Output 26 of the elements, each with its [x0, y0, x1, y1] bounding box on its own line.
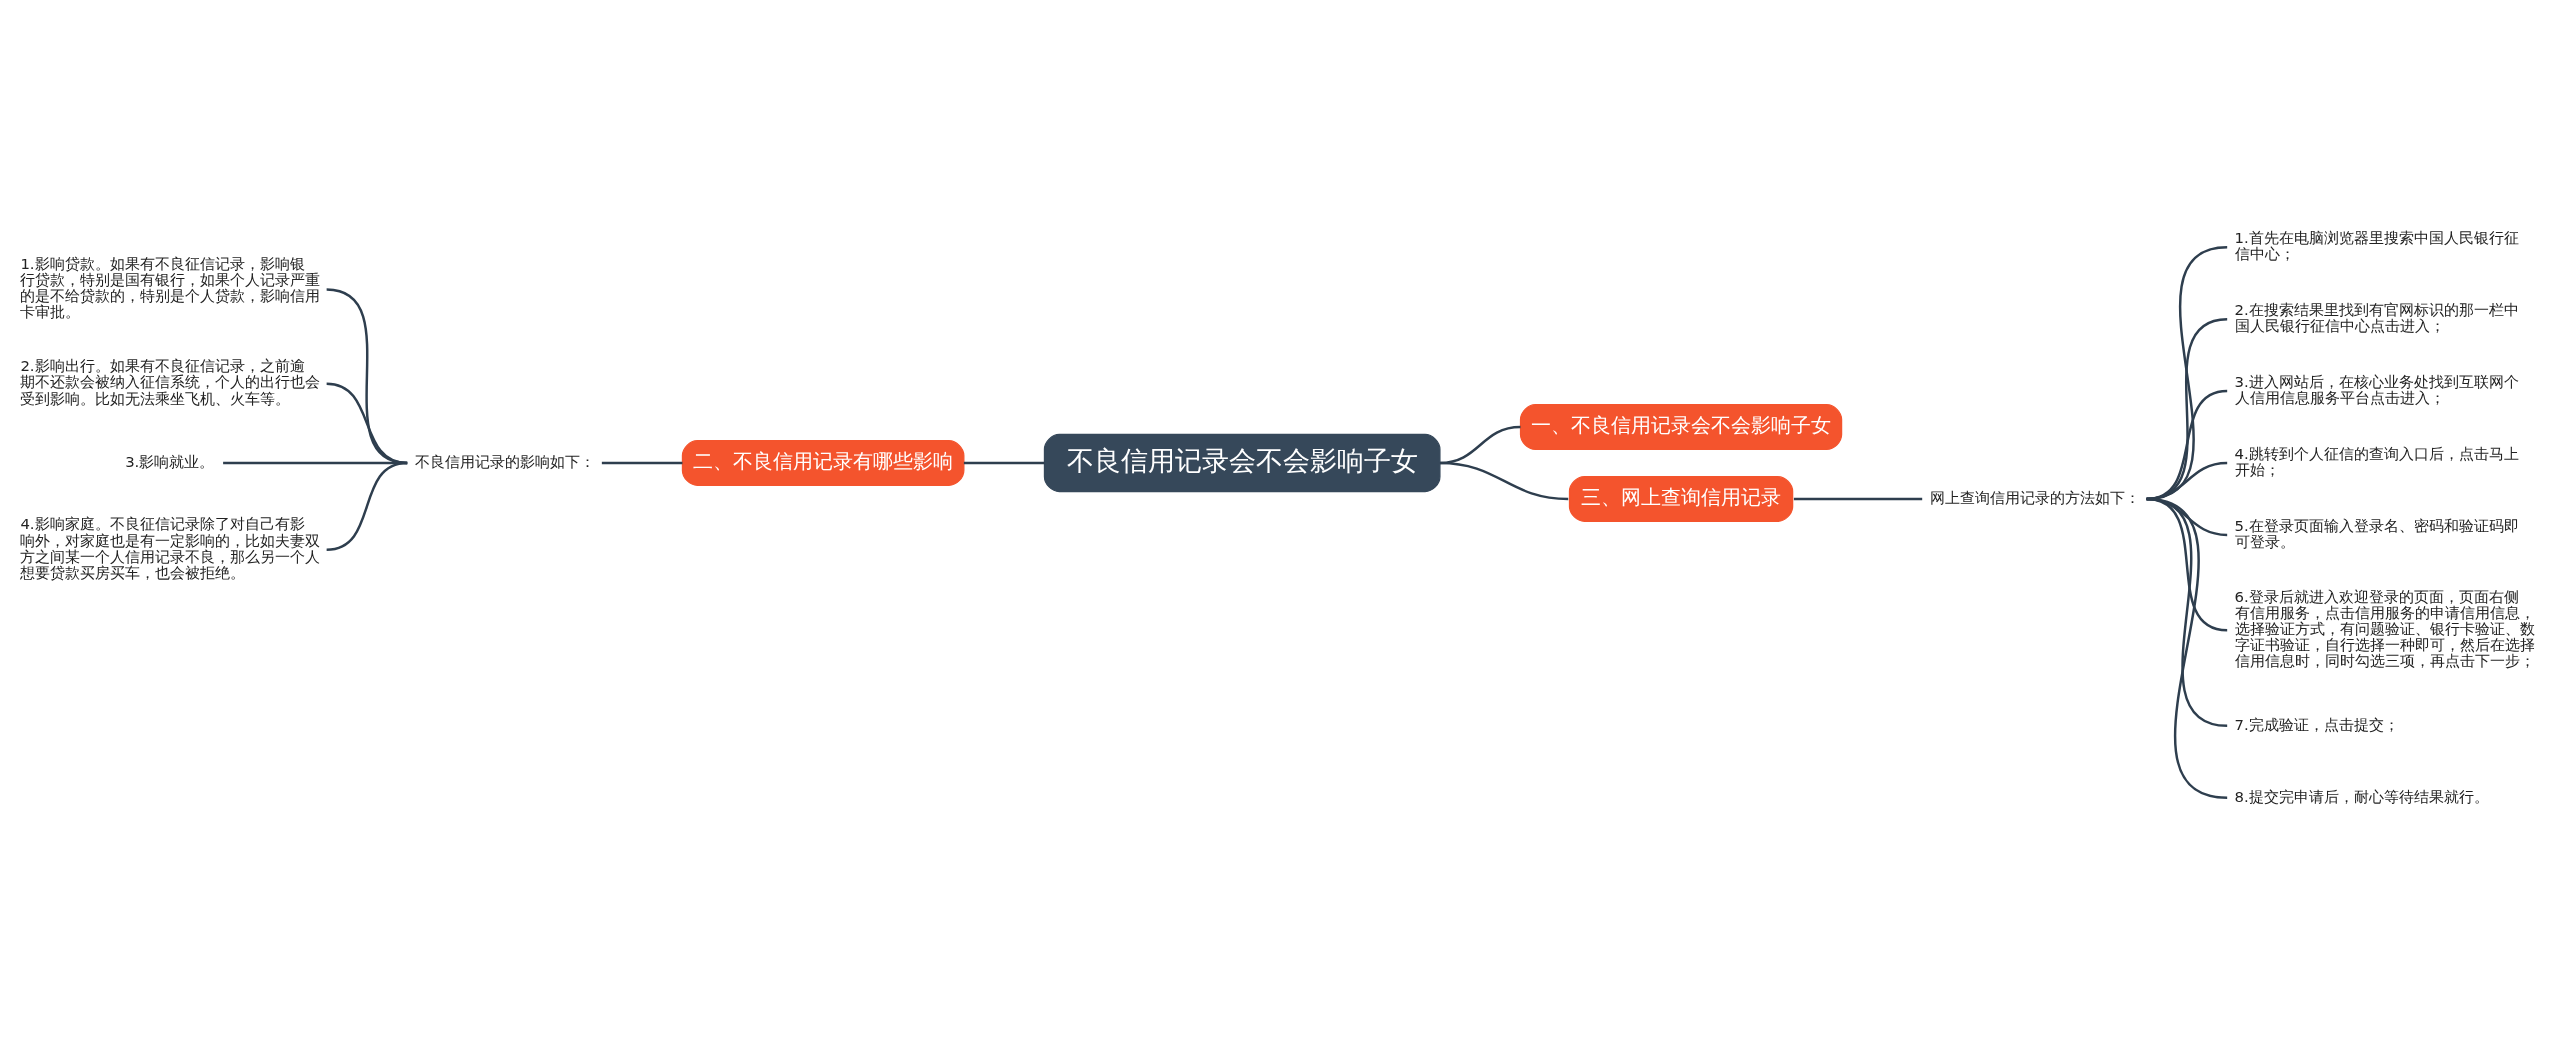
connector	[963, 461, 1045, 465]
node-box: 不良信用记录会不会影响子女	[1043, 433, 1441, 493]
connector	[2146, 497, 2228, 799]
connector	[1439, 461, 1569, 501]
node-text: 4.影响家庭。不良征信记录除了对自己有影响外，对家庭也是有一定影响的，比如夫妻双方之间某一个人信用记录不良，那么另一个人想要贷款买房买车，也会被拒绝。	[20, 515, 321, 582]
node-text: 网上查询信用记录的方法如下：	[1929, 488, 2140, 507]
node-text: 2.影响出行。如果有不良征信记录，之前逾期不还款会被纳入征信系统，个人的出行也会受到影响。比如无法乘坐飞机、火车等。	[20, 357, 321, 408]
node-text: 3.进入网站后，在核心业务处找到互联网个人信用信息服务平台点击进入；	[2234, 372, 2519, 407]
node-box: 三、网上查询信用记录	[1568, 476, 1794, 522]
node-text: 1.首先在电脑浏览器里搜索中国人民银行征信中心；	[2234, 229, 2519, 264]
connector	[326, 288, 408, 465]
node-text: 1.影响贷款。如果有不良征信记录，影响银行贷款，特别是国有银行，如果个人记录严重的是不给贷款的，特别是个人贷款，影响信用卡审批。	[20, 255, 321, 322]
node-text: 5.在登录页面输入登录名、密码和验证码即可登录。	[2234, 516, 2519, 551]
node-box: 一、不良信用记录会不会影响子女	[1519, 404, 1843, 450]
node-text: 不良信用记录的影响如下：	[414, 452, 595, 471]
node-text: 2.在搜索结果里找到有官网标识的那一栏中国人民银行征信中心点击进入；	[2234, 300, 2519, 336]
node-text: 3.影响就业。	[125, 452, 215, 471]
node-box: 二、不良信用记录有哪些影响	[681, 440, 965, 486]
node-text: 6.登录后就进入欢迎登录的页面，页面右侧有信用服务，点击信用服务的申请信用信息，选择验证方式，有问题验证、银行卡验证、数字证书验证，自行选择一种即可，然后在选择信用信息时，同时勾选三项，再点击下一步；	[2234, 587, 2535, 671]
connector	[601, 461, 683, 465]
node-text: 8.提交完申请后，耐心等待结果就行。	[2234, 787, 2489, 806]
connector	[326, 461, 408, 551]
connector	[326, 382, 408, 465]
connector	[1793, 497, 1923, 501]
node-text: 4.跳转到个人征信的查询入口后，点击马上开始；	[2234, 444, 2519, 479]
node-text: 7.完成验证，点击提交；	[2234, 715, 2399, 734]
